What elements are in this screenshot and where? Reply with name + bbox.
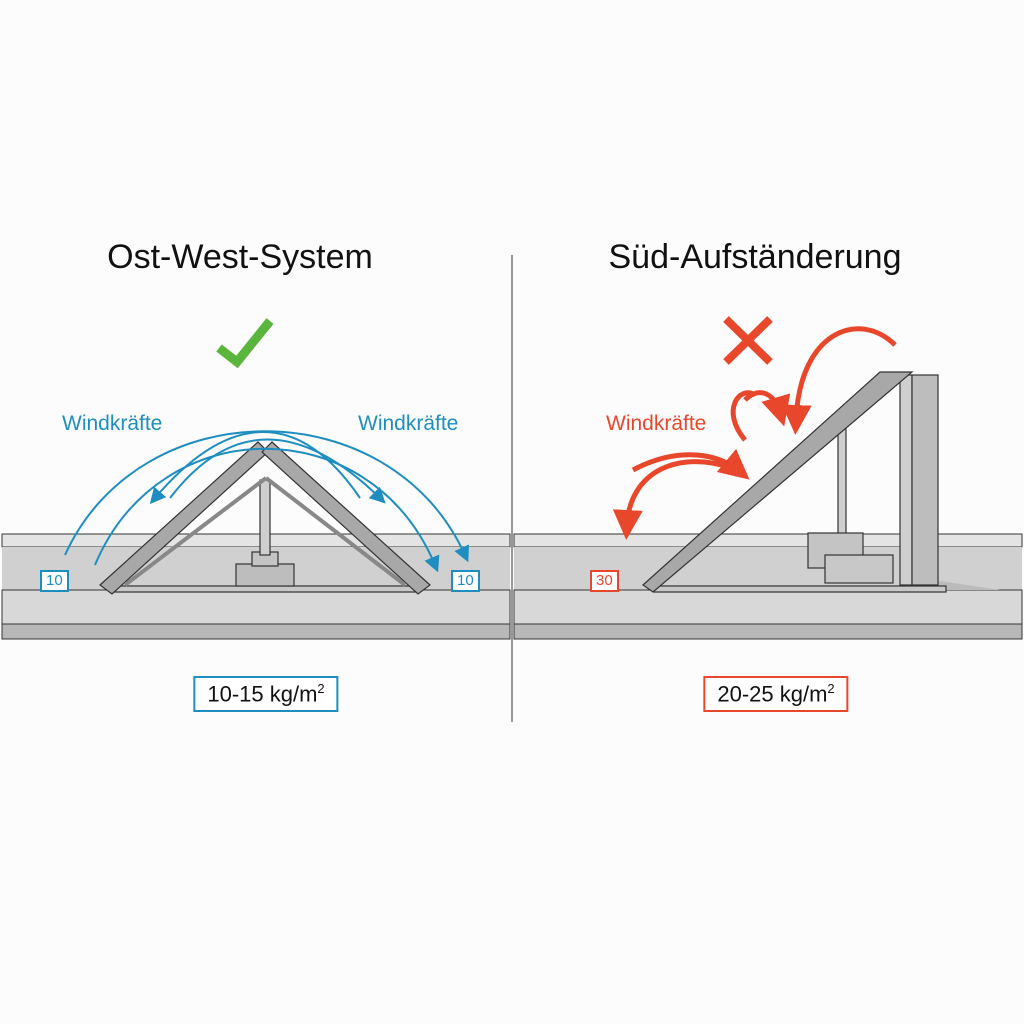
title-east-west: Ost-West-System xyxy=(107,238,373,276)
wind-label-south: Windkräfte xyxy=(606,412,707,435)
wind-label-right: Windkräfte xyxy=(358,412,459,435)
weight-box-east-west: 10-15 kg/m2 xyxy=(193,676,339,713)
south-mount xyxy=(642,371,1000,593)
weight-exponent: 2 xyxy=(827,681,835,696)
wind-arrows-south xyxy=(612,326,897,540)
east-west-mount xyxy=(99,441,431,595)
ballast-badge-south: 30 xyxy=(590,570,619,592)
wind-arrows-east-west xyxy=(64,430,469,573)
wind-label-left: Windkräfte xyxy=(62,412,163,435)
ballast-badge-right: 10 xyxy=(451,570,480,592)
title-south: Süd-Aufständerung xyxy=(608,238,902,276)
cross-icon xyxy=(723,316,773,365)
weight-value: 20-25 kg/m xyxy=(717,681,828,707)
weight-exponent: 2 xyxy=(317,681,325,696)
weight-value: 10-15 kg/m xyxy=(207,681,318,707)
check-icon xyxy=(216,318,274,369)
weight-box-south: 20-25 kg/m2 xyxy=(703,676,849,713)
ballast-badge-left: 10 xyxy=(40,570,69,592)
